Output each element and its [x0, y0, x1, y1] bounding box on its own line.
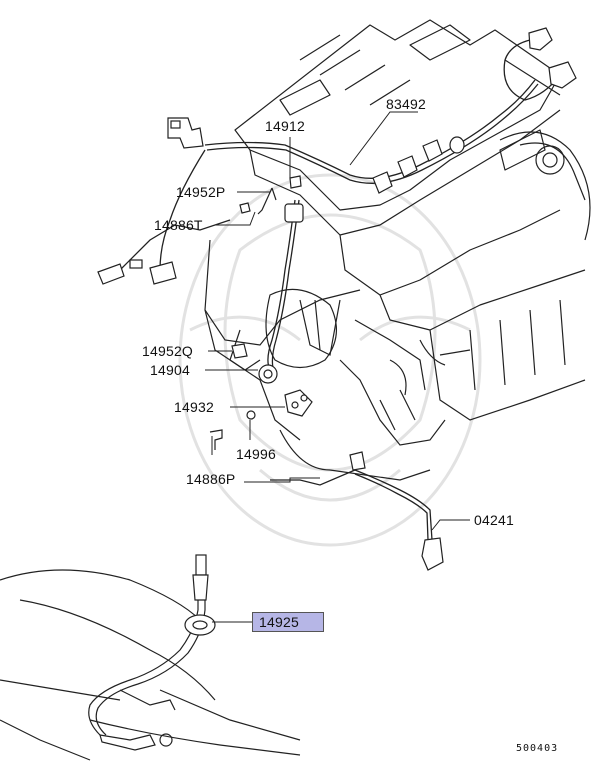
- part-label-04241[interactable]: 04241: [474, 512, 514, 528]
- diagram-id: 500403: [516, 743, 559, 754]
- part-label-14886P[interactable]: 14886P: [186, 471, 236, 487]
- leader-lines: [205, 111, 470, 623]
- part-label-14952P[interactable]: 14952P: [176, 184, 226, 200]
- part-label-14952Q[interactable]: 14952Q: [142, 343, 194, 359]
- part-label-83492[interactable]: 83492: [386, 96, 426, 112]
- part-label-14904[interactable]: 14904: [150, 362, 190, 378]
- harness-wires: [119, 39, 561, 541]
- lower-pipe-sensor: [0, 554, 301, 761]
- part-label-14932[interactable]: 14932: [174, 399, 214, 415]
- part-label-14925-highlighted[interactable]: 14925: [252, 612, 324, 632]
- intake-manifold: [234, 19, 586, 331]
- engine-block: [204, 131, 591, 481]
- part-label-14912[interactable]: 14912: [265, 118, 305, 134]
- part-label-14996[interactable]: 14996: [236, 446, 276, 462]
- part-label-14886T[interactable]: 14886T: [154, 217, 203, 233]
- connectors: [97, 27, 577, 571]
